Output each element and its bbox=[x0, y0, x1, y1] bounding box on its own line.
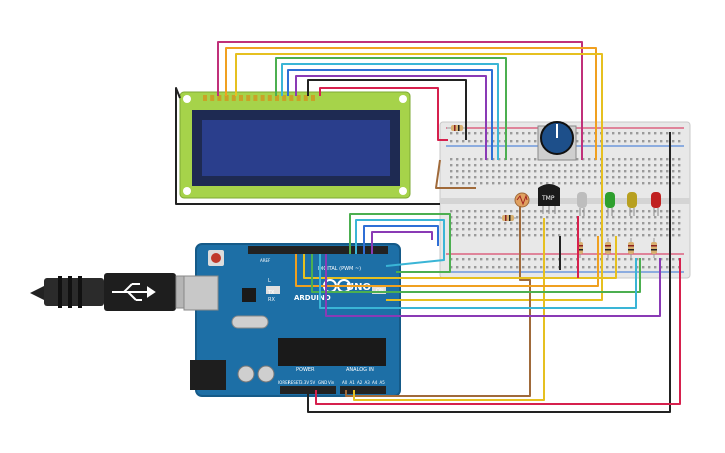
analog-header[interactable] bbox=[340, 386, 386, 394]
analog-pin-a5: A5 bbox=[380, 380, 386, 385]
vin-label: Vin bbox=[328, 380, 335, 385]
wire[interactable] bbox=[287, 69, 493, 160]
rx-label: RX bbox=[268, 297, 275, 303]
brand-label: ARDUINO bbox=[294, 294, 331, 302]
lcd-pin[interactable] bbox=[217, 95, 222, 101]
analog-pin-a3: A3 bbox=[365, 380, 371, 385]
usb-symbol-icon bbox=[112, 283, 156, 301]
lcd-pin[interactable] bbox=[267, 95, 272, 101]
tx-label: TX bbox=[267, 290, 275, 296]
wire[interactable] bbox=[315, 258, 681, 405]
photoresistor-icon[interactable] bbox=[514, 192, 530, 208]
resistor[interactable] bbox=[651, 238, 657, 258]
power-label: POWER bbox=[296, 367, 315, 373]
wire[interactable] bbox=[371, 231, 433, 254]
wire[interactable] bbox=[275, 57, 507, 160]
wire[interactable] bbox=[319, 87, 448, 141]
resistor[interactable] bbox=[605, 238, 611, 258]
wire[interactable] bbox=[349, 213, 451, 273]
analog-pin-a2: A2 bbox=[357, 380, 363, 385]
temperature-sensor[interactable]: TMP bbox=[538, 184, 560, 214]
lcd-pin[interactable] bbox=[210, 95, 215, 101]
wire[interactable] bbox=[281, 63, 499, 160]
lcd-pin[interactable] bbox=[296, 95, 301, 101]
reset-pin-label: RESET bbox=[288, 380, 301, 385]
lcd-pin[interactable] bbox=[311, 95, 315, 101]
model-label: UNO bbox=[346, 282, 371, 293]
led[interactable] bbox=[627, 192, 637, 216]
lcd-display[interactable] bbox=[179, 91, 411, 199]
l-label: L bbox=[268, 278, 271, 284]
lcd-pin[interactable] bbox=[282, 95, 287, 101]
wire[interactable] bbox=[307, 79, 467, 140]
led[interactable] bbox=[651, 192, 661, 216]
lcd-pin[interactable] bbox=[260, 95, 265, 101]
lcd-pin[interactable] bbox=[231, 95, 236, 101]
lcd-pin[interactable] bbox=[303, 95, 308, 101]
lcd-pin[interactable] bbox=[246, 95, 251, 101]
wire[interactable] bbox=[295, 75, 487, 160]
v5-label: 5V bbox=[310, 380, 316, 385]
potentiometer-icon[interactable] bbox=[537, 121, 577, 161]
led[interactable] bbox=[605, 192, 615, 216]
digital-label: DIGITAL (PWM ~) bbox=[318, 266, 361, 272]
wire[interactable] bbox=[217, 41, 583, 160]
analog-label: ANALOG IN bbox=[346, 367, 374, 373]
wire[interactable] bbox=[303, 236, 617, 279]
usb-cable-icon bbox=[30, 273, 207, 311]
wire[interactable] bbox=[311, 254, 641, 293]
wire[interactable] bbox=[175, 87, 440, 205]
v33-label: 3.3V bbox=[300, 380, 309, 385]
sensor-label: TMP bbox=[541, 195, 555, 202]
analog-pin-a1: A1 bbox=[350, 380, 356, 385]
arduino-board[interactable]: ARDUINO UNO DIGITAL (PWM ~) TX RX ON L A… bbox=[183, 243, 401, 397]
lcd-pin[interactable] bbox=[253, 95, 258, 101]
wire[interactable] bbox=[355, 219, 445, 267]
analog-pin-a4: A4 bbox=[372, 380, 378, 385]
analog-pin-a0: A0 bbox=[342, 380, 348, 385]
resistor[interactable] bbox=[628, 238, 634, 258]
wire[interactable] bbox=[325, 254, 661, 317]
wire[interactable] bbox=[225, 47, 597, 160]
wire[interactable] bbox=[363, 225, 439, 254]
lcd-pin[interactable] bbox=[239, 95, 243, 101]
digital-header[interactable] bbox=[248, 246, 388, 254]
ioref-label: IOREF bbox=[278, 380, 291, 385]
wire[interactable] bbox=[345, 206, 531, 397]
lcd-pin[interactable] bbox=[224, 95, 229, 101]
microcontroller-chip bbox=[278, 338, 386, 366]
lcd-pin[interactable] bbox=[289, 95, 294, 101]
wire[interactable] bbox=[307, 132, 671, 413]
wire[interactable] bbox=[295, 236, 599, 287]
aref-label: AREF bbox=[260, 258, 271, 263]
led[interactable] bbox=[577, 192, 587, 216]
wire[interactable] bbox=[435, 159, 476, 189]
wire[interactable] bbox=[319, 254, 637, 309]
lcd-screen bbox=[202, 120, 390, 176]
lcd-pin[interactable] bbox=[275, 95, 279, 101]
gnd-label: GND bbox=[318, 380, 327, 385]
lcd-pin[interactable] bbox=[203, 95, 207, 101]
resistor[interactable] bbox=[447, 125, 467, 131]
breadboard[interactable] bbox=[439, 121, 691, 279]
resistor[interactable] bbox=[498, 215, 518, 221]
